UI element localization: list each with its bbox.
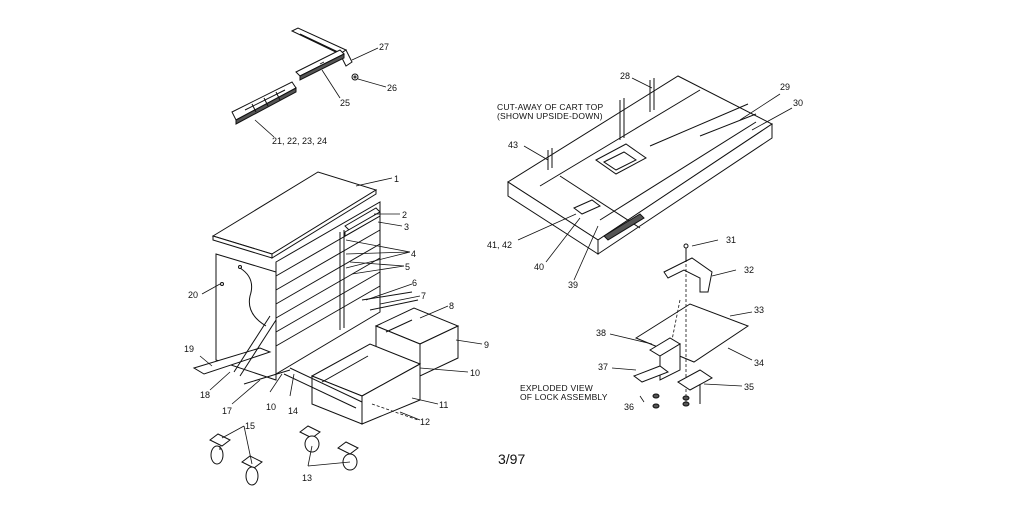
label-39: 39 xyxy=(568,280,578,290)
label-33: 33 xyxy=(754,305,764,315)
caster-rigid-1 xyxy=(209,433,231,465)
part-labels: 27 26 25 21, 22, 23, 24 1 2 3 4 5 6 7 8 … xyxy=(184,42,803,483)
caster-swivel-1 xyxy=(299,425,321,453)
label-17: 17 xyxy=(222,406,232,416)
caption-lock-line2: OF LOCK ASSEMBLY xyxy=(520,392,608,402)
label-25: 25 xyxy=(340,98,350,108)
label-11: 11 xyxy=(439,400,448,410)
label-1: 1 xyxy=(394,174,399,184)
label-30: 30 xyxy=(793,98,803,108)
label-12: 12 xyxy=(420,417,430,427)
label-26: 26 xyxy=(387,83,397,93)
caption-cutaway-line1: CUT-AWAY OF CART TOP xyxy=(497,102,603,112)
label-27: 27 xyxy=(379,42,389,52)
label-13: 13 xyxy=(302,473,312,483)
captions: CUT-AWAY OF CART TOP (SHOWN UPSIDE-DOWN)… xyxy=(497,102,608,467)
date-code: 3/97 xyxy=(498,451,525,467)
tool-cart-assembly xyxy=(192,171,460,425)
label-18: 18 xyxy=(200,390,210,400)
cart-top-cutaway xyxy=(507,75,773,255)
label-40: 40 xyxy=(534,262,544,272)
label-8: 8 xyxy=(449,301,454,311)
casters xyxy=(209,425,359,486)
label-20: 20 xyxy=(188,290,198,300)
label-37: 37 xyxy=(598,362,608,372)
label-3: 3 xyxy=(404,222,409,232)
label-21-24: 21, 22, 23, 24 xyxy=(272,136,327,146)
label-38: 38 xyxy=(596,328,606,338)
label-10-right: 10 xyxy=(470,368,480,378)
caster-swivel-2 xyxy=(337,441,359,471)
label-5: 5 xyxy=(405,262,410,272)
label-28: 28 xyxy=(620,71,630,81)
handle-bracket-parts xyxy=(231,27,359,125)
label-7: 7 xyxy=(421,291,426,301)
label-36: 36 xyxy=(624,402,634,412)
label-9: 9 xyxy=(484,340,489,350)
caption-lock-line1: EXPLODED VIEW xyxy=(520,383,593,393)
leader-lines xyxy=(199,47,793,467)
label-35: 35 xyxy=(744,382,754,392)
label-15: 15 xyxy=(245,421,255,431)
lock-assembly xyxy=(632,243,750,409)
label-14: 14 xyxy=(288,406,298,416)
caster-rigid-2 xyxy=(241,455,263,486)
caption-cutaway-line2: (SHOWN UPSIDE-DOWN) xyxy=(497,111,603,121)
label-43: 43 xyxy=(508,140,518,150)
label-32: 32 xyxy=(744,265,754,275)
label-19: 19 xyxy=(184,344,194,354)
label-31: 31 xyxy=(726,235,736,245)
label-2: 2 xyxy=(402,210,407,220)
label-41-42: 41, 42 xyxy=(487,240,512,250)
label-4: 4 xyxy=(411,249,416,259)
label-34: 34 xyxy=(754,358,764,368)
label-29: 29 xyxy=(780,82,790,92)
label-10-left: 10 xyxy=(266,402,276,412)
label-6: 6 xyxy=(412,278,417,288)
